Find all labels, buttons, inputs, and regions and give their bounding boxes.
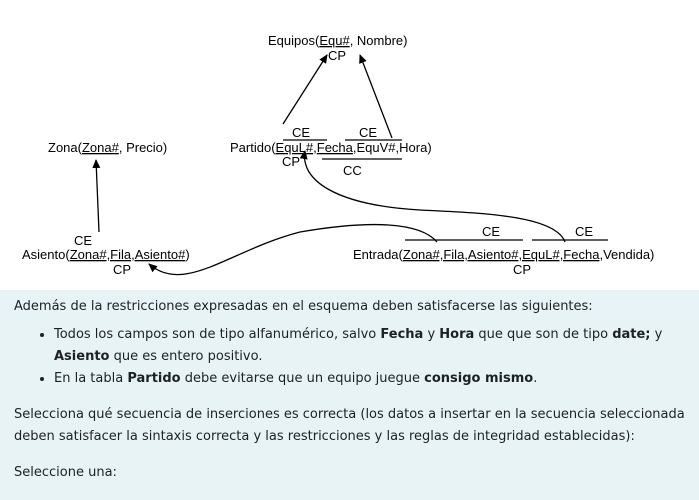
question-text: Además de la restricciones expresadas en… <box>14 296 686 484</box>
intro-text: Además de la restricciones expresadas en… <box>14 299 593 314</box>
arrow-entrada-to-partido <box>299 150 566 243</box>
asiento-table-label: Asiento(Zona#,Fila,Asiento#) <box>22 247 190 262</box>
partido-ce-label-1: CE <box>292 125 310 140</box>
entrada-table-label: Entrada(Zona#,Fila,Asiento#,EquL#,Fecha,… <box>353 247 654 262</box>
asiento-ce-label: CE <box>74 233 92 248</box>
entrada-ce-label-1: CE <box>482 224 500 239</box>
partido-pk-label: CP <box>282 154 300 169</box>
partido-ck-label: CC <box>343 163 362 178</box>
arrow-partido-equv-to-equipos <box>359 54 393 139</box>
select-one-label: Seleccione una: <box>14 465 117 480</box>
arrow-partido-equl-to-equipos <box>282 54 328 125</box>
constraints-list: Todos los campos son de tipo alfanuméric… <box>14 324 686 390</box>
question-prompt: Selecciona qué secuencia de inserciones … <box>14 407 685 444</box>
partido-ce-label-2: CE <box>359 125 377 140</box>
equipos-table-label: Equipos(Equ#, Nombre) <box>268 33 407 48</box>
arrow-asiento-to-zona <box>92 159 101 233</box>
equipos-pk-label: CP <box>328 48 346 63</box>
relational-schema-diagram: Equipos(Equ#, Nombre) CP Zona(Zona#, Pre… <box>0 0 699 290</box>
entrada-ce-label-2: CE <box>575 224 593 239</box>
constraint-item-types: Todos los campos son de tipo alfanuméric… <box>54 324 686 368</box>
entrada-pk-label: CP <box>513 262 531 277</box>
arrow-entrada-to-asiento <box>148 223 438 276</box>
constraint-item-partido: En la tabla Partido debe evitarse que un… <box>54 368 686 390</box>
zona-table-label: Zona(Zona#, Precio) <box>48 140 167 155</box>
asiento-pk-label: CP <box>113 262 131 277</box>
partido-table-label: Partido(EquL#,Fecha,EquV#,Hora) <box>230 140 432 155</box>
